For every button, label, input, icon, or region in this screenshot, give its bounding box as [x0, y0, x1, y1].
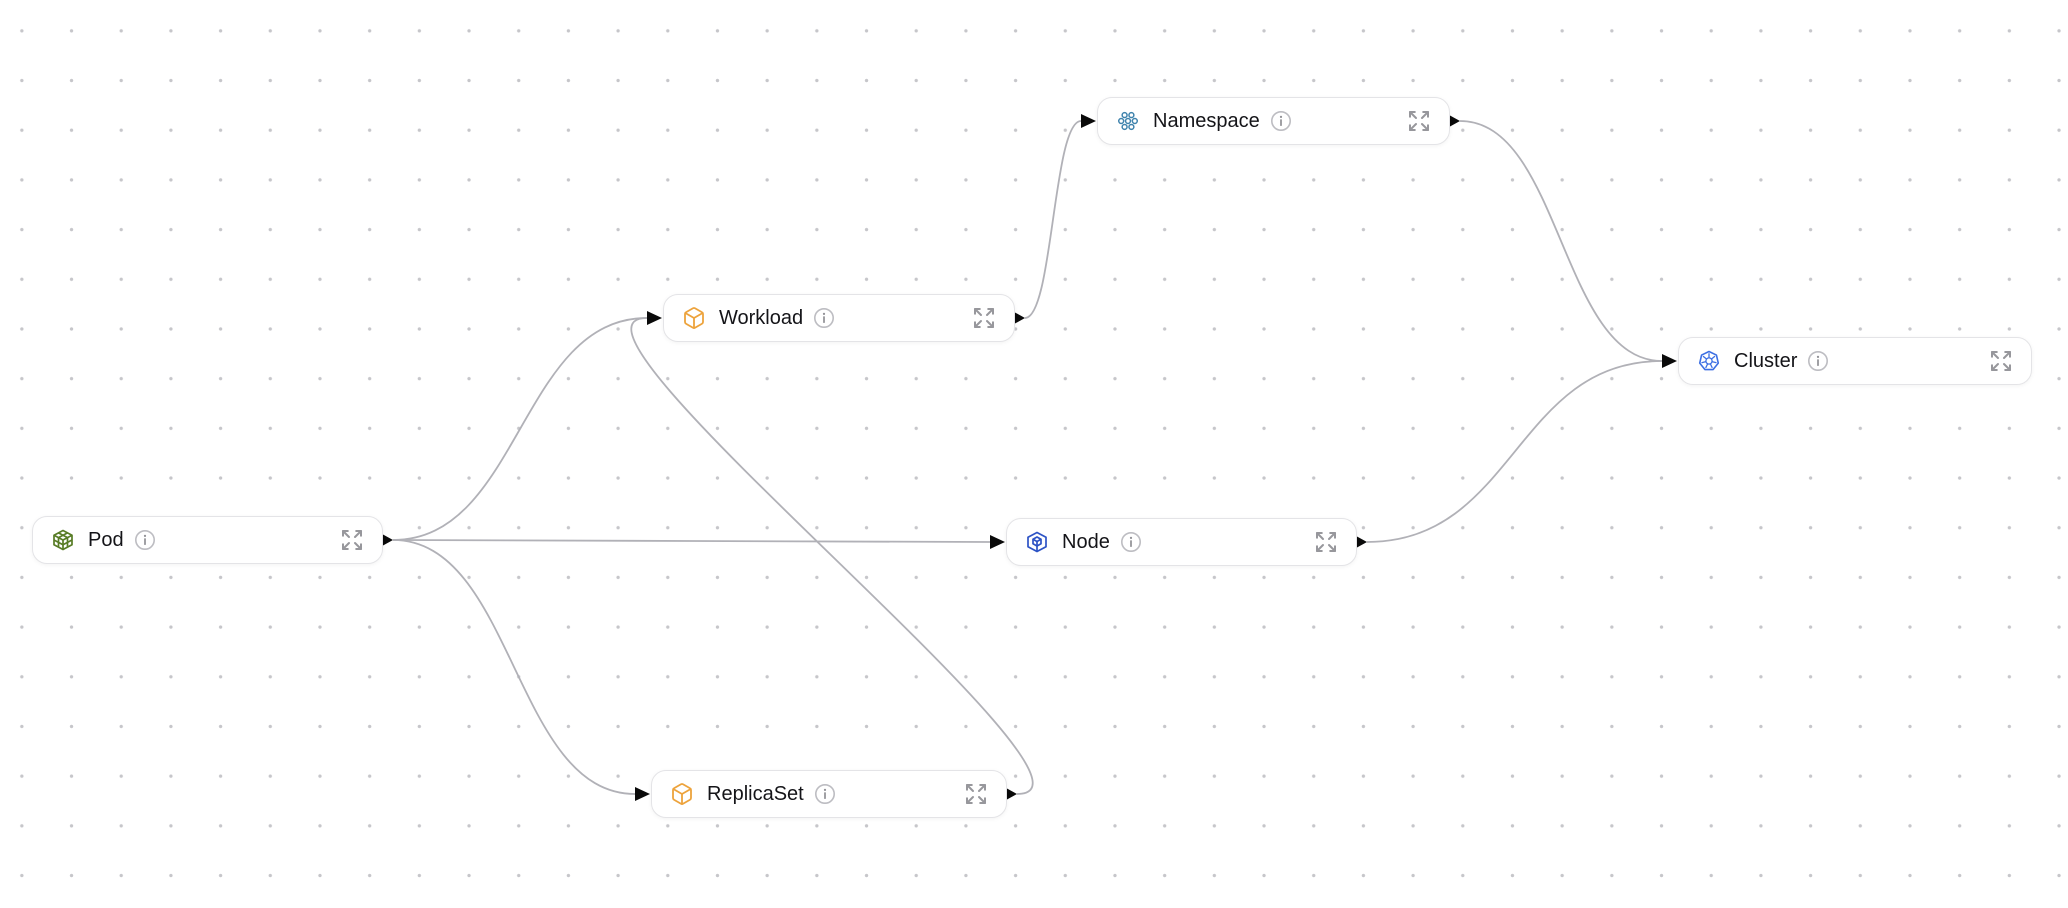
box-icon	[670, 782, 694, 806]
arrowhead-replicaset-target	[635, 787, 650, 801]
edge-workload-namespace[interactable]	[1024, 120, 1082, 319]
kubernetes-wheel-icon	[1697, 349, 1721, 373]
info-icon[interactable]	[814, 783, 836, 805]
expand-icon[interactable]	[340, 528, 364, 552]
node-node[interactable]: Node	[1006, 518, 1357, 566]
source-handle-namespace[interactable]	[1450, 115, 1460, 127]
info-icon[interactable]	[813, 307, 835, 329]
expand-icon[interactable]	[1314, 530, 1338, 554]
node-label: Cluster	[1734, 350, 1798, 372]
expand-icon[interactable]	[972, 306, 996, 330]
info-icon[interactable]	[1120, 531, 1142, 553]
edge-pod-workload[interactable]	[392, 317, 648, 541]
box-icon	[682, 306, 706, 330]
edge-pod-node[interactable]	[392, 539, 991, 543]
source-handle-replicaset[interactable]	[1007, 788, 1017, 800]
arrowhead-node-target	[990, 535, 1005, 549]
arrowhead-namespace-target	[1081, 114, 1096, 128]
edge-namespace-cluster[interactable]	[1459, 120, 1663, 362]
info-icon[interactable]	[1270, 110, 1292, 132]
node-label: Namespace	[1153, 110, 1260, 132]
arrowhead-workload-target	[647, 311, 662, 325]
node-label: Pod	[88, 529, 124, 551]
node-label: ReplicaSet	[707, 783, 804, 805]
node-replicaset[interactable]: ReplicaSet	[651, 770, 1007, 818]
node-label: Workload	[719, 307, 804, 329]
edge-pod-replicaset[interactable]	[392, 539, 636, 795]
source-handle-node[interactable]	[1357, 536, 1367, 548]
info-icon[interactable]	[134, 529, 156, 551]
edge-node-cluster[interactable]	[1366, 360, 1663, 543]
node-workload[interactable]: Workload	[663, 294, 1015, 342]
node-cluster[interactable]: Cluster	[1678, 337, 2032, 385]
pod-icon	[51, 528, 75, 552]
edge-replicaset-workload[interactable]	[630, 317, 1034, 795]
node-cube-icon	[1025, 530, 1049, 554]
node-label: Node	[1062, 531, 1110, 553]
node-pod[interactable]: Pod	[32, 516, 383, 564]
expand-icon[interactable]	[1989, 349, 2013, 373]
arrowhead-cluster-target	[1662, 354, 1677, 368]
source-handle-pod[interactable]	[383, 534, 393, 546]
namespace-circles-icon	[1116, 109, 1140, 133]
node-namespace[interactable]: Namespace	[1097, 97, 1450, 145]
info-icon[interactable]	[1807, 350, 1829, 372]
source-handle-workload[interactable]	[1015, 312, 1025, 324]
expand-icon[interactable]	[1407, 109, 1431, 133]
expand-icon[interactable]	[964, 782, 988, 806]
